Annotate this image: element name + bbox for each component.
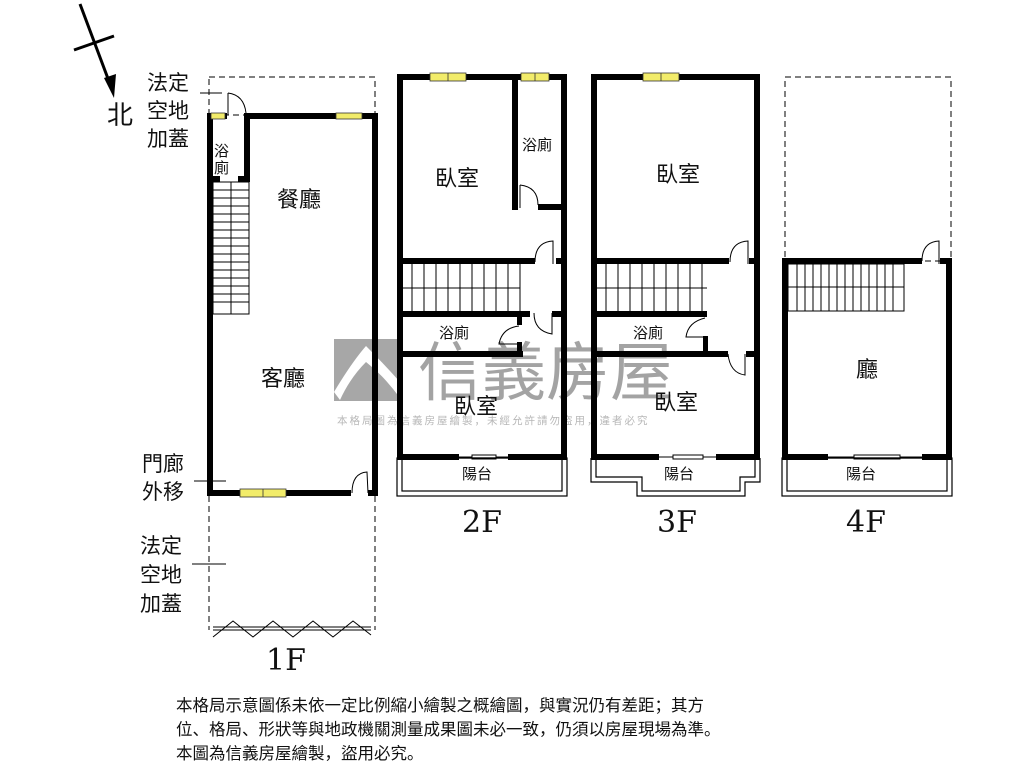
compass-crossbar-icon — [73, 34, 115, 52]
annotation-front-line3: 加蓋 — [140, 592, 182, 616]
staircase-icon — [597, 264, 707, 311]
room-label-bedroom: 臥室 — [435, 167, 479, 192]
staircase-icon — [212, 181, 250, 315]
room-label-dining: 餐廳 — [277, 188, 321, 213]
watermark: 信義房屋 本格局圖為信義房屋繪製，未經允許請勿盜用，違者必究 — [334, 337, 674, 427]
window-icon — [210, 112, 226, 120]
door-icon — [351, 471, 369, 494]
room-label-bathroom: 浴廁 — [439, 324, 469, 342]
open-roof-area — [784, 76, 952, 262]
room-label-balcony: 陽台 — [664, 465, 694, 483]
folding-gate-icon — [212, 620, 372, 638]
watermark-roof-icon — [334, 346, 400, 400]
compass-arrowhead-icon — [104, 74, 116, 98]
floor-label-3f: 3F — [657, 505, 697, 540]
legal-open-space-rear — [208, 76, 376, 116]
watermark-brand: 信義房屋 — [418, 337, 674, 411]
floor-label-2f: 2F — [462, 505, 502, 540]
room-label-bedroom: 臥室 — [656, 163, 700, 188]
room-label-living: 客廳 — [261, 367, 305, 392]
room-label-hall: 廳 — [856, 358, 878, 383]
room-label-bathroom: 浴廁 — [633, 324, 663, 342]
room-label-bathroom: 浴廁 — [212, 143, 230, 177]
annotation-rear-line1: 法定 — [147, 71, 189, 95]
floor-4f: 廳 陽台 4F — [781, 76, 953, 540]
window-icon — [335, 112, 363, 120]
floor-1f: 浴廁 餐廳 客廳 法定 空地 加蓋 門廊 外移 法定 空地 加蓋 1F — [140, 71, 378, 678]
compass-label: 北 — [107, 101, 133, 131]
floor-label-1f: 1F — [266, 643, 306, 678]
disclaimer-line: 本圖為信義房屋繪製，盜用必究。 — [176, 744, 424, 763]
floor-label-4f: 4F — [846, 505, 886, 540]
disclaimer-line: 本格局示意圖係未依一定比例縮小繪製之概繪圖，與實況仍有差距；其方 — [176, 696, 704, 715]
floor-2f: 臥室 浴廁 浴廁 臥室 陽台 2F — [396, 72, 568, 540]
north-compass: 北 — [73, 3, 133, 131]
staircase-icon — [403, 264, 521, 311]
annotation-front-line1: 法定 — [140, 534, 182, 558]
annotation-front-line2: 空地 — [140, 563, 182, 587]
door-icon — [921, 240, 940, 264]
watermark-notice: 本格局圖為信義房屋繪製，未經允許請勿盜用，違者必究 — [337, 414, 650, 427]
room-label-bathroom: 浴廁 — [522, 136, 552, 154]
floor-3f: 臥室 浴廁 臥室 陽台 3F — [590, 72, 761, 540]
room-label-balcony: 陽台 — [846, 465, 876, 483]
room-label-bedroom: 臥室 — [454, 395, 498, 420]
room-label-bedroom: 臥室 — [654, 391, 698, 416]
annotation-porch-line2: 外移 — [142, 480, 184, 504]
disclaimer: 本格局示意圖係未依一定比例縮小繪製之概繪圖，與實況仍有差距；其方 位、格局、形狀… — [176, 694, 856, 766]
room-label-balcony: 陽台 — [462, 465, 492, 483]
annotation-rear-line3: 加蓋 — [147, 127, 189, 151]
disclaimer-line: 位、格局、形狀等與地政機關測量成果圖未必一致，仍須以房屋現場為準。 — [176, 720, 721, 739]
staircase-icon — [787, 263, 905, 312]
annotation-rear-line2: 空地 — [147, 99, 189, 123]
annotation-porch-line1: 門廊 — [142, 452, 184, 476]
